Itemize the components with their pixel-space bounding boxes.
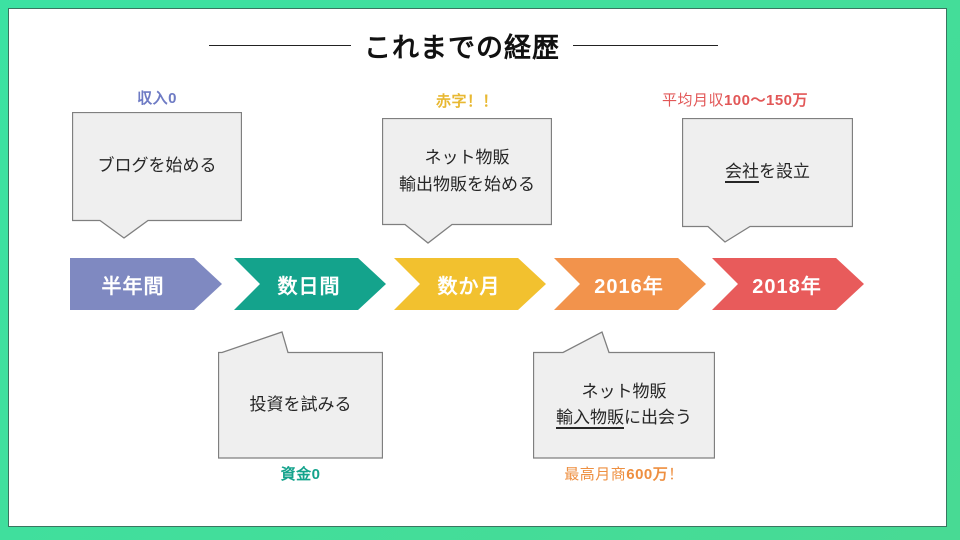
import-callout-line1: ネット物販 <box>581 381 667 401</box>
export-callout-line2: 輸出物販を始める <box>399 174 535 194</box>
timeline-step-few-months: 数か月 <box>394 258 546 310</box>
company-callout-text: 会社を設立 <box>682 118 853 226</box>
tag-max-monthly-sales: 最高月商600万！ <box>513 463 735 484</box>
import-callout-shape <box>533 331 715 459</box>
export-callout-text: ネット物販 輸出物販を始める <box>382 118 552 225</box>
tag-average-monthly-income-label: 平均月収 <box>661 92 724 109</box>
tag-max-monthly-sales-label: 最高月商 <box>564 466 627 483</box>
export-callout-line1: ネット物販 <box>424 148 510 168</box>
import-callout-line2: 輸入物販に出会う <box>556 405 692 431</box>
tag-average-monthly-income: 平均月収100～150万 <box>640 89 830 110</box>
import-callout-text: ネット物販 輸入物販に出会う <box>533 352 715 458</box>
page-title: これまでの経歴 <box>364 33 560 63</box>
tag-deficit: 赤字！！ <box>435 93 498 110</box>
timeline-step-half-year: 半年間 <box>70 258 222 310</box>
import-callout-underlined: 輸入物販 <box>556 408 624 427</box>
tag-income-zero: 収入0 <box>137 90 177 107</box>
tag-average-monthly-income-value: 100～150万 <box>723 92 809 109</box>
tag-funds-zero: 資金0 <box>280 466 321 483</box>
invest-callout-shape <box>218 331 383 459</box>
timeline-step-few-days: 数日間 <box>234 258 386 310</box>
export-callout-shape <box>382 118 552 244</box>
company-callout-line: 会社を設立 <box>725 159 810 185</box>
timeline-step-2018: 2018年 <box>712 258 864 310</box>
company-callout-rest: を設立 <box>759 161 810 181</box>
blog-callout-line: ブログを始める <box>97 155 217 175</box>
blog-callout-text: ブログを始める <box>72 112 242 220</box>
title-block: これまでの経歴 <box>0 26 927 65</box>
timeline-step-2016: 2016年 <box>554 258 706 310</box>
title-rule-left <box>209 45 351 46</box>
company-callout-underlined: 会社 <box>725 161 759 181</box>
blog-callout-shape <box>72 112 242 239</box>
tag-max-monthly-sales-exclaim: ！ <box>668 466 684 483</box>
company-callout-shape <box>682 118 853 243</box>
tag-max-monthly-sales-value: 600万 <box>626 466 669 483</box>
title-rule-right <box>573 45 718 46</box>
import-callout-rest: に出会う <box>624 408 692 427</box>
invest-callout-line: 投資を試みる <box>249 394 352 414</box>
invest-callout-text: 投資を試みる <box>218 352 383 458</box>
